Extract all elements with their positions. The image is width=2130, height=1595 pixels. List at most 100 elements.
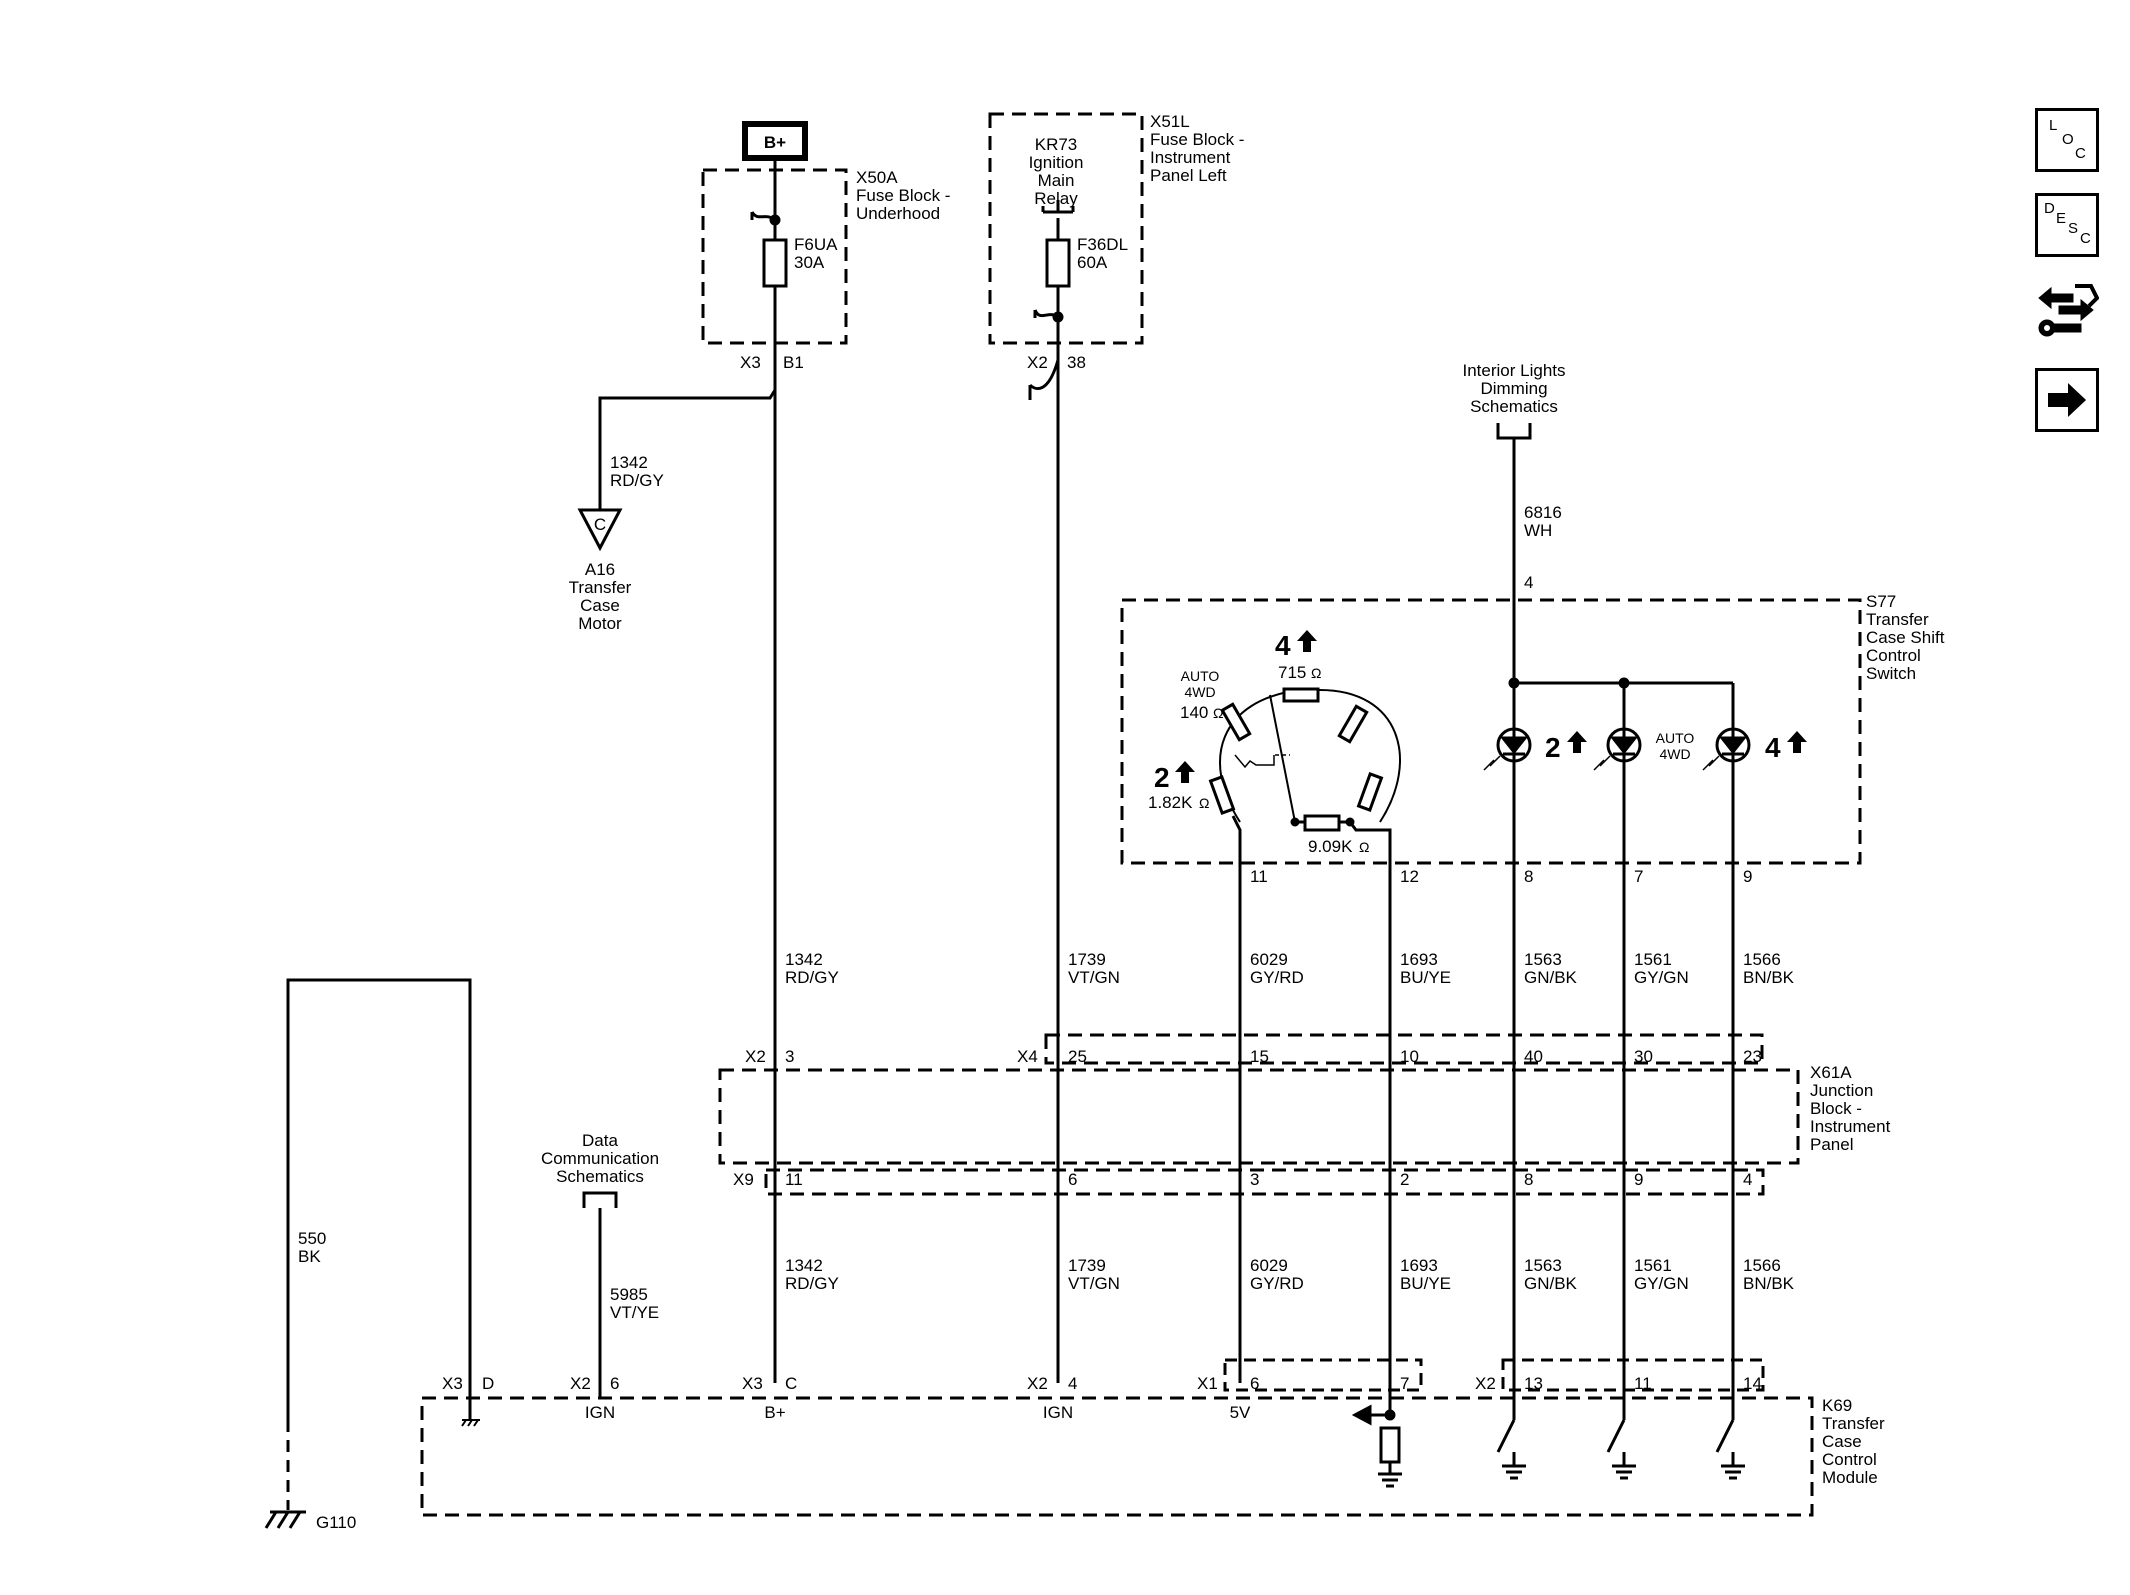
module-x2-header: [1501, 1358, 1765, 1392]
wire-1739-color-upper: VT/GN: [1068, 968, 1120, 987]
module-x2a-conn: X2: [570, 1374, 591, 1393]
module-bplus: B+: [764, 1403, 785, 1422]
led-4hi: [1715, 727, 1751, 763]
wire-6029-color-upper: GY/RD: [1250, 968, 1304, 987]
location-letter-o: O: [2062, 131, 2074, 148]
led-auto: [1606, 727, 1642, 763]
motor-name-4: Motor: [578, 614, 622, 633]
module-name-4: Control: [1822, 1450, 1877, 1469]
module-pin-11: 11: [1634, 1374, 1652, 1393]
wire-1563-num-upper: 1563: [1524, 950, 1562, 969]
data-comm-wire-color: VT/YE: [610, 1303, 659, 1322]
module-pin-7: 7: [1400, 1374, 1409, 1393]
switch-name-4: Control: [1866, 646, 1921, 665]
jb-top-pin-15: 15: [1250, 1047, 1269, 1066]
wire-1566-color-lower: BN/BK: [1743, 1274, 1795, 1293]
module-switch-9: [1715, 1419, 1745, 1480]
motor-wire-color: RD/GY: [610, 471, 664, 490]
jb-name-2: Junction: [1810, 1081, 1873, 1100]
arrow-right-icon: [2048, 383, 2086, 417]
switch-name-3: Case Shift: [1866, 628, 1945, 647]
junction-block-top: [1044, 1033, 1764, 1065]
junction-block-bottom: [764, 1168, 1765, 1196]
next-page-button[interactable]: [2035, 368, 2099, 432]
interior-lights-wire-num: 6816: [1524, 503, 1562, 522]
x50a-pin: B1: [783, 353, 804, 372]
interior-lights-pin: 4: [1524, 573, 1533, 592]
module-name-1: K69: [1822, 1396, 1852, 1415]
jb-name-3: Block -: [1810, 1099, 1862, 1118]
jb-bottom-pin-4: 4: [1743, 1170, 1752, 1189]
junction-block-body: [718, 1068, 1800, 1165]
fuse-block-ip-name3: Panel Left: [1150, 166, 1227, 185]
module-ign-2: IGN: [1043, 1403, 1073, 1422]
interior-lights-wire-color: WH: [1524, 521, 1552, 540]
x51l-pin: 38: [1067, 353, 1086, 372]
motor-connector-letter: C: [594, 515, 606, 534]
relay-label-4: Relay: [1034, 189, 1078, 208]
wire-1693-color-lower: BU/YE: [1400, 1274, 1451, 1293]
led-auto-label-1: AUTO: [1656, 730, 1695, 746]
wire-1693-num-upper: 1693: [1400, 950, 1438, 969]
location-button[interactable]: L O C: [2035, 108, 2099, 172]
jb-top-x2-pin: 3: [785, 1047, 794, 1066]
ground-wire-color: BK: [298, 1247, 321, 1266]
wire-1739-num-upper: 1739: [1068, 950, 1106, 969]
transfer-case-switch-box: [1120, 598, 1862, 865]
module-x1-conn: X1: [1197, 1374, 1218, 1393]
fuse-block-ip-name1: Fuse Block -: [1150, 130, 1244, 149]
module-x1-header: [1223, 1358, 1423, 1392]
module-x3b-conn: X3: [742, 1374, 763, 1393]
switch-ohm-3: Ω: [1199, 795, 1209, 811]
jb-name-4: Instrument: [1810, 1117, 1891, 1136]
interior-lights-1: Interior Lights: [1463, 361, 1566, 380]
switch-res-sense: 9.09K: [1308, 837, 1353, 856]
x50a-conn: X3: [740, 353, 761, 372]
jb-name-1: X61A: [1810, 1063, 1852, 1082]
module-x2c-conn: X2: [1475, 1374, 1496, 1393]
connector-repair-icon[interactable]: [2035, 280, 2100, 344]
module-pin-d: D: [482, 1374, 494, 1393]
data-comm-1: Data: [582, 1131, 618, 1150]
module-pin-4: 4: [1068, 1374, 1077, 1393]
data-comm-3: Schematics: [556, 1167, 644, 1186]
motor-wire-num: 1342: [610, 453, 648, 472]
control-module-box: [420, 1396, 1814, 1517]
relay-label-1: KR73: [1035, 135, 1078, 154]
fuse-block-ip-left-box: [988, 112, 1144, 345]
switch-pin-7: 7: [1634, 867, 1643, 886]
wire-1342-color-upper: RD/GY: [785, 968, 839, 987]
jb-bottom-x9: X9: [733, 1170, 754, 1189]
switch-2hi-label: 2: [1154, 762, 1170, 793]
location-letter-l: L: [2049, 117, 2058, 134]
jb-top-pin-10: 10: [1400, 1047, 1419, 1066]
fuse-f6ua-rating: 30A: [794, 253, 825, 272]
ground-wire-num: 550: [298, 1229, 326, 1248]
x51l-conn: X2: [1027, 353, 1048, 372]
switch-pin-9: 9: [1743, 867, 1752, 886]
interior-lights-2: Dimming: [1480, 379, 1547, 398]
description-button[interactable]: D E S C: [2035, 193, 2099, 257]
switch-pin-12: 12: [1400, 867, 1419, 886]
connector-repair-svg: [2038, 284, 2100, 337]
switch-4hi-label: 4: [1275, 630, 1291, 661]
switch-pin-11: 11: [1250, 867, 1268, 886]
wire-6029-num-upper: 6029: [1250, 950, 1288, 969]
switch-res-auto: 140: [1180, 703, 1208, 722]
module-pulldown-resistor: [1379, 1426, 1401, 1464]
wire-1739-color-lower: VT/GN: [1068, 1274, 1120, 1293]
switch-name-5: Switch: [1866, 664, 1916, 683]
switch-ohm-2: Ω: [1311, 665, 1321, 681]
module-5v: 5V: [1230, 1403, 1251, 1422]
jb-top-pin-40: 40: [1524, 1047, 1543, 1066]
description-letter-e: E: [2056, 210, 2067, 227]
description-letter-s: S: [2068, 220, 2079, 237]
wire-1342-color-lower: RD/GY: [785, 1274, 839, 1293]
fuse-block-ip-name2: Instrument: [1150, 148, 1231, 167]
location-letter-c: C: [2075, 145, 2086, 162]
wire-1566-num-lower: 1566: [1743, 1256, 1781, 1275]
module-name-3: Case: [1822, 1432, 1862, 1451]
module-pin-6a: 6: [610, 1374, 619, 1393]
switch-pin-8: 8: [1524, 867, 1533, 886]
